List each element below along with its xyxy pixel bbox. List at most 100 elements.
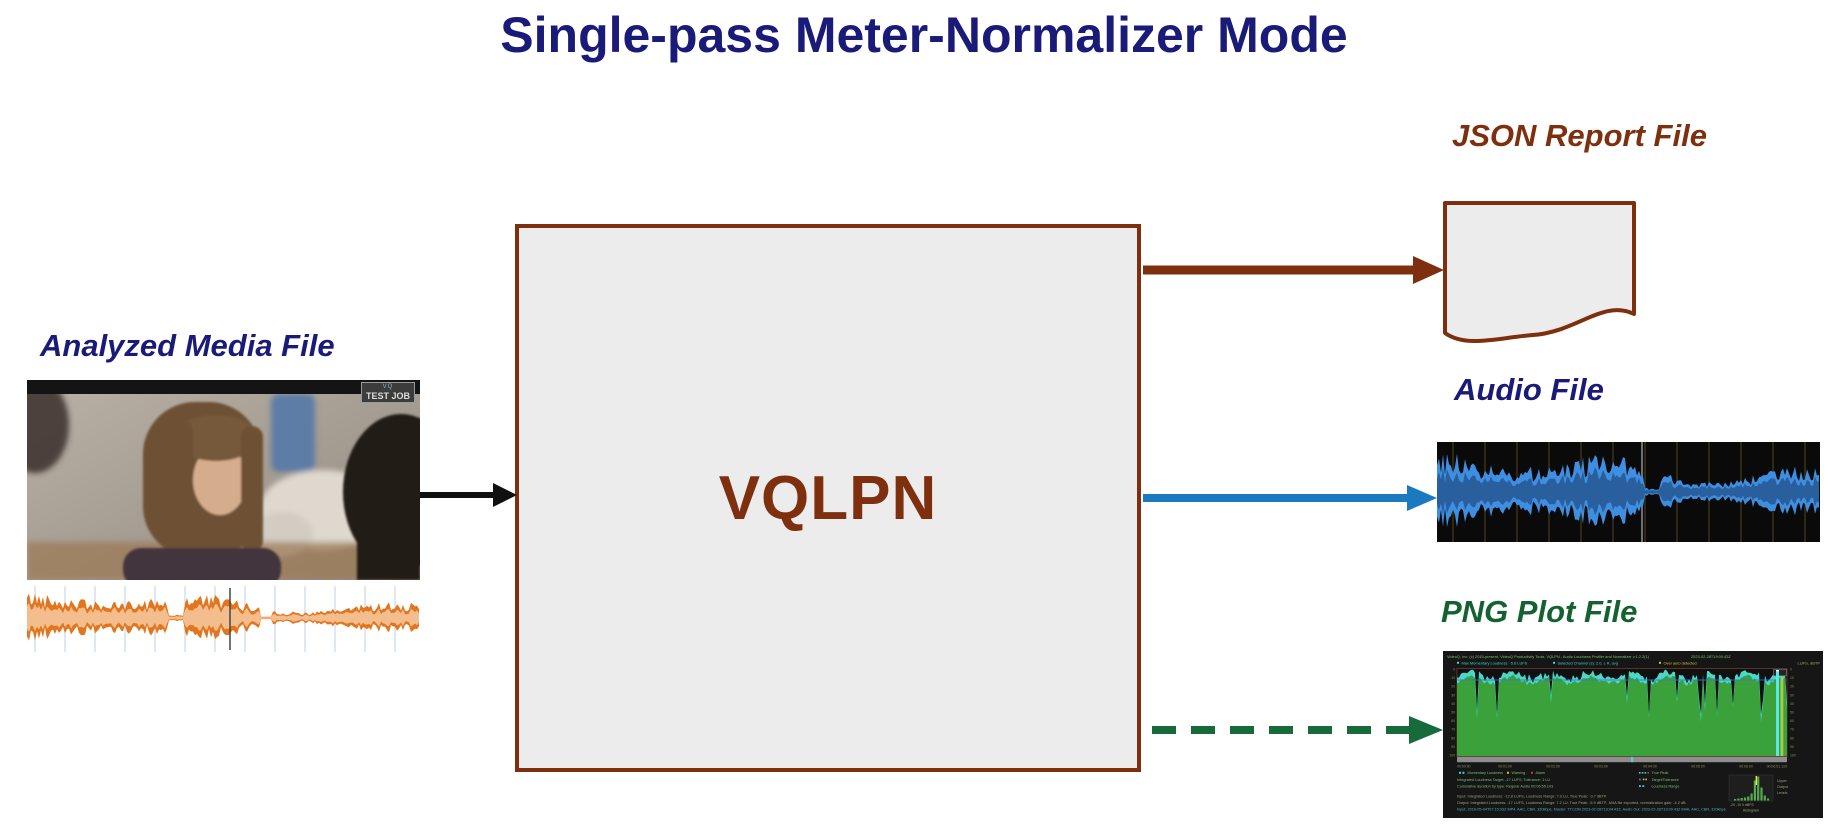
watermark-text: TEST JOB — [365, 390, 410, 401]
plot-loudness-area — [1457, 674, 1787, 756]
svg-text:80: 80 — [1451, 736, 1455, 740]
plot-output-bar-green — [1780, 677, 1784, 756]
plot-subheader-right: Over auto detected — [1664, 660, 1697, 665]
svg-text:10: 10 — [1790, 676, 1794, 680]
legend-swatch — [1459, 771, 1461, 774]
plot-subheader-left: Max Momentary Loudness: -5.6 LUFS — [1462, 660, 1528, 665]
man-silhouette — [343, 414, 420, 580]
input-flow-arrow — [420, 483, 517, 507]
woman-figure — [123, 402, 281, 580]
plot-corner-widget — [1773, 669, 1787, 677]
png-plot-thumbnail: VideoQ, Inc. (c) 2015-present, VideoQ Pr… — [1443, 651, 1823, 818]
arrow-head — [1407, 485, 1437, 511]
legend-range: Loudness Range — [1652, 785, 1680, 789]
svg-text:90: 90 — [1451, 745, 1455, 749]
svg-text:40: 40 — [1790, 702, 1794, 706]
legend-swatch — [1639, 778, 1641, 781]
svg-text:60: 60 — [1790, 719, 1794, 723]
legend-swatch — [1553, 661, 1555, 664]
blue-curtain — [271, 394, 315, 472]
plot-io1: Input: Integrated Loudness: -12.8 LUFS, … — [1457, 795, 1607, 799]
svg-text:30: 30 — [1451, 693, 1455, 697]
plot-units-label: LUFS, dBTP — [1798, 661, 1821, 666]
woman-fringe — [174, 415, 258, 461]
legend-swatch — [1639, 772, 1641, 774]
processor-label: VQLPN — [718, 463, 938, 533]
svg-text:80: 80 — [1790, 736, 1794, 740]
input-audio-waveform — [27, 586, 420, 652]
video-thumbnail: VQ TEST JOB — [27, 380, 420, 580]
video-frame-art — [27, 380, 420, 580]
processor-box: VQLPN — [515, 224, 1141, 772]
svg-text:00:01:00: 00:01:00 — [1498, 765, 1512, 769]
arrow-head — [1413, 256, 1444, 284]
json-file-icon — [1443, 201, 1636, 344]
audio-flow-arrow — [1143, 485, 1437, 511]
plot-flow-arrow — [1152, 716, 1443, 744]
histogram-side-label: Levels — [1777, 791, 1788, 795]
svg-text:00:02:00: 00:02:00 — [1546, 765, 1560, 769]
video-top-bar — [27, 380, 420, 394]
svg-text:40: 40 — [1451, 702, 1455, 706]
plot-info2: Cumulative duration by type: Regular Aud… — [1457, 785, 1553, 789]
legend-swatch — [1531, 771, 1533, 774]
plot-io3: Input: 2016-05-04T07:15:03Z MP4, AAC, CB… — [1457, 808, 1727, 812]
svg-text:50: 50 — [1790, 711, 1794, 715]
legend-swatch — [1642, 785, 1645, 787]
plot-header-text: VideoQ, Inc. (c) 2015-present, VideoQ Pr… — [1447, 654, 1650, 659]
plot-timestamp: 2023-02-28T19:00:43Z — [1691, 654, 1731, 659]
svg-text:00:06:00: 00:06:00 — [1739, 765, 1753, 769]
legend-swatch — [1659, 661, 1661, 664]
svg-text:30: 30 — [1790, 693, 1794, 697]
plot-histogram-marker — [1755, 776, 1757, 785]
plot-io2: Output: Integrated Loudness: -17 LUFS, L… — [1457, 801, 1687, 805]
svg-text:20: 20 — [1451, 685, 1455, 689]
histogram-xlabels: -20 -10 0 dBFS — [1730, 803, 1754, 807]
plot-output-label: PNG Plot File — [1441, 594, 1638, 629]
histogram-side-label: Upper — [1777, 779, 1788, 783]
histogram-side-label: Output — [1777, 785, 1788, 789]
waveform-inner — [27, 602, 419, 632]
plot-histogram-bars — [1734, 776, 1770, 801]
svg-text:00:03:00: 00:03:00 — [1594, 765, 1608, 769]
svg-text:10: 10 — [1451, 676, 1455, 680]
legend-warning: Warning — [1512, 771, 1526, 775]
legend-swatch — [1507, 771, 1509, 774]
legend-swatch — [1644, 772, 1647, 774]
watermark-micro-text: VQ — [382, 384, 394, 390]
page-title: Single-pass Meter-Normalizer Mode — [500, 7, 1348, 63]
svg-text:00:05:00: 00:05:00 — [1691, 765, 1705, 769]
plot-output-bar-cap — [1776, 670, 1779, 672]
legend-swatch — [1457, 661, 1459, 664]
svg-text:20: 20 — [1790, 685, 1794, 689]
legend-momentary: Momentary Loudness — [1468, 771, 1504, 775]
svg-text:50: 50 — [1451, 711, 1455, 715]
svg-text:0: 0 — [1790, 668, 1792, 672]
svg-text:00:00:00: 00:00:00 — [1457, 765, 1471, 769]
json-flow-arrow — [1143, 256, 1444, 284]
svg-text:60: 60 — [1451, 719, 1455, 723]
legend-swatch — [1647, 772, 1649, 774]
legend-target: Target/Tolerance — [1652, 778, 1679, 782]
input-label: Analyzed Media File — [40, 328, 335, 363]
waveform-inner — [1437, 467, 1819, 515]
plot-info1: Integrated Loudness Target: -17 LUFS, To… — [1457, 778, 1550, 782]
document-shape — [1443, 201, 1636, 344]
legend-true-peak: True Peak — [1652, 771, 1669, 775]
legend-alarm: Alarm — [1536, 771, 1546, 775]
legend-swatch — [1639, 785, 1641, 787]
legend-swatch — [1641, 772, 1644, 774]
legend-swatch — [1462, 771, 1465, 774]
woman-face — [193, 445, 247, 515]
plot-output-bar-cyan — [1776, 671, 1779, 756]
hair-right — [241, 426, 263, 552]
hair-left — [169, 420, 193, 552]
woman-shoulders — [123, 548, 281, 580]
svg-text:00:06:51.123: 00:06:51.123 — [1767, 765, 1787, 769]
svg-text:70: 70 — [1790, 728, 1794, 732]
arrow-head — [493, 483, 517, 507]
dark-corner — [27, 380, 69, 473]
